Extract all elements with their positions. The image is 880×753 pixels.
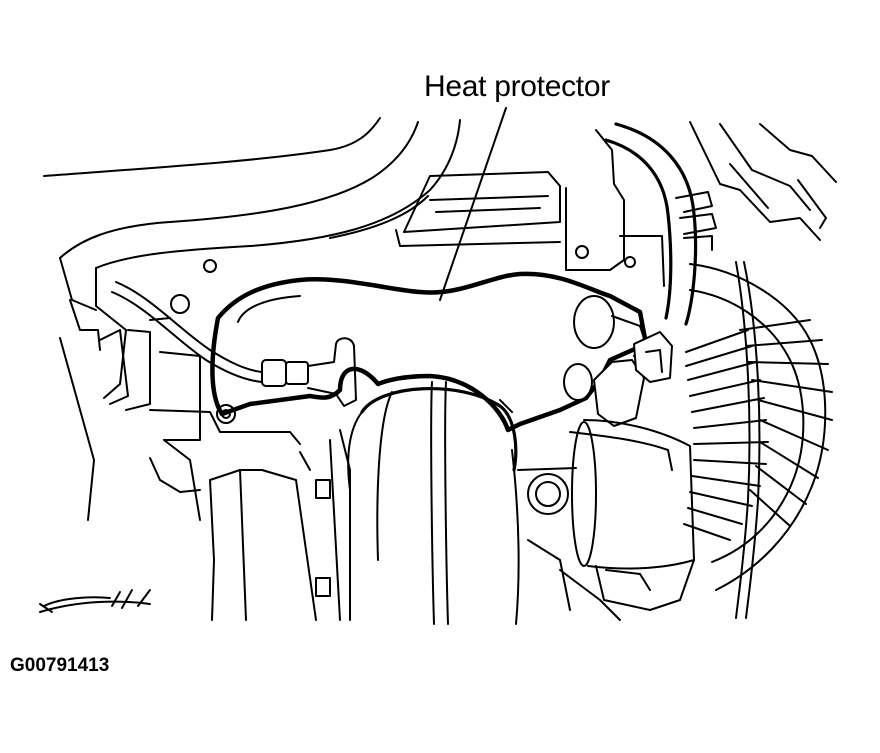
mount-bolt — [216, 404, 236, 424]
bracket-plate — [395, 171, 561, 247]
lower-bracket — [209, 439, 341, 621]
heat-protector-label: Heat protector — [424, 70, 610, 103]
heat-protector-shield — [210, 271, 649, 433]
right-bracket — [565, 129, 665, 287]
sensor-wire — [111, 281, 357, 407]
alternator-housing — [527, 419, 695, 621]
upper-right-frame — [689, 121, 837, 241]
right-hose — [604, 122, 717, 326]
center-duct — [339, 381, 520, 625]
lower-left-hatching — [39, 589, 151, 613]
left-structure — [59, 257, 301, 521]
figure-code: G00791413 — [10, 655, 110, 676]
round-boss — [517, 467, 577, 515]
upper-hose-lines — [43, 117, 461, 269]
callout-leader-line — [439, 107, 507, 301]
alternator — [683, 261, 833, 619]
sensor-connector — [563, 295, 673, 427]
